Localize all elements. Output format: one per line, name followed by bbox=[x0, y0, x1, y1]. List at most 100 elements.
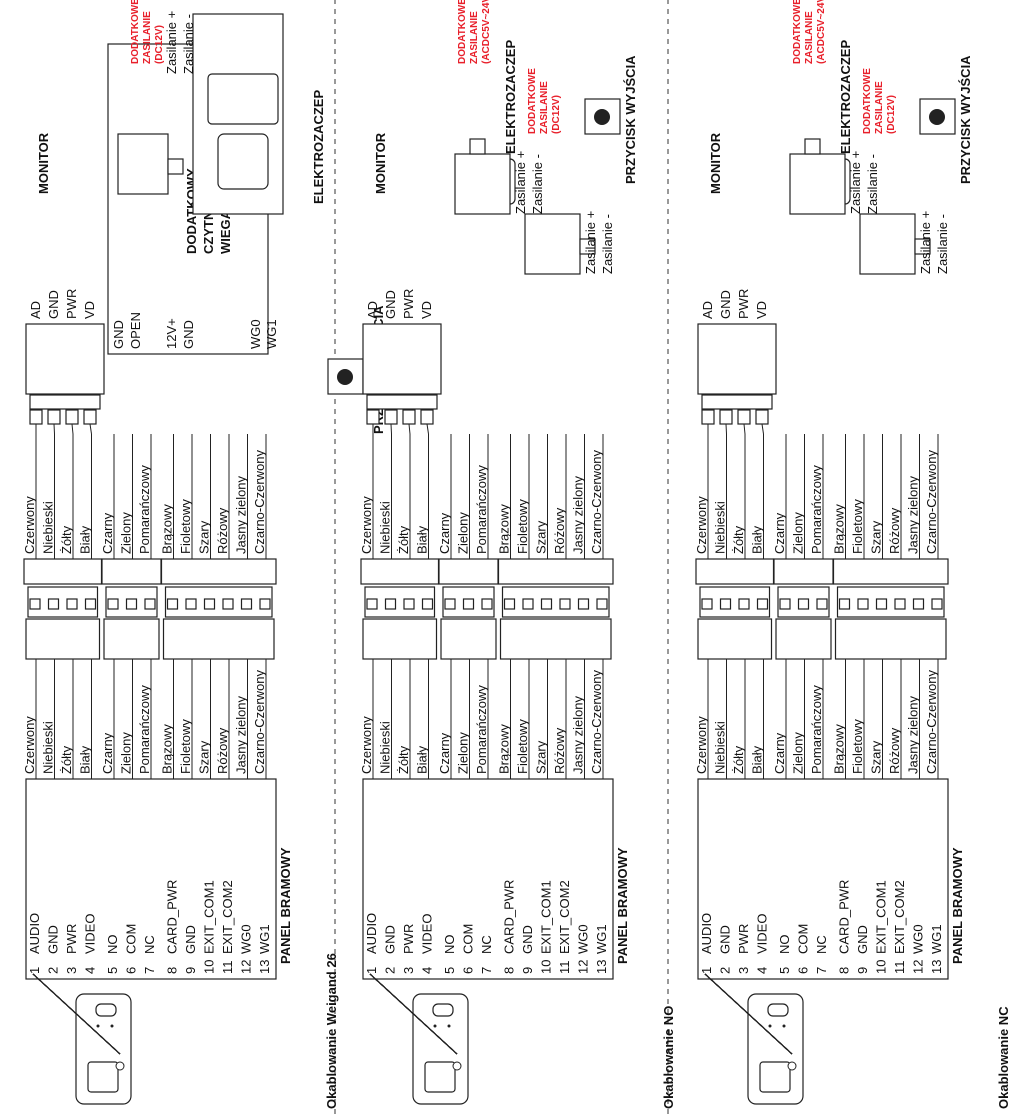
psu-24-label: DODATKOWE bbox=[457, 0, 468, 64]
psu-24-label: DODATKOWE bbox=[792, 0, 803, 64]
device-wire-color: Brązowy bbox=[160, 504, 175, 554]
connector-socket bbox=[501, 586, 610, 618]
panel-pin-label: CARD_PWR bbox=[165, 880, 180, 954]
panel-wire-color: Brązowy bbox=[832, 724, 847, 774]
device-wire-color: Szary bbox=[869, 520, 884, 554]
psu-12-minus-label: Zasilanie - bbox=[935, 214, 950, 274]
panel-wire-color: Niebieski bbox=[713, 721, 728, 774]
device-wire-color: Czarny bbox=[100, 512, 115, 554]
connector-pin bbox=[779, 598, 791, 610]
connector-pin bbox=[421, 598, 434, 610]
connector-plug bbox=[440, 618, 497, 660]
connector-socket bbox=[836, 586, 945, 618]
connector-pin bbox=[738, 598, 750, 610]
device-wire-color: Żółty bbox=[59, 525, 74, 554]
psu-24-minus-label: Zasilanie - bbox=[530, 154, 545, 214]
panel-wire-color: Żółty bbox=[396, 745, 411, 774]
monitor-screw bbox=[755, 409, 769, 425]
panel-wire-color: Jasny zielony bbox=[234, 695, 249, 774]
connector-pin bbox=[894, 598, 906, 610]
panel-pin-label: WG1 bbox=[594, 924, 609, 954]
panel-pin-label: EXIT_COM1 bbox=[874, 880, 889, 954]
device-wire-color: Pomarańczowy bbox=[137, 465, 152, 554]
reader-pin: OPEN bbox=[128, 312, 143, 349]
connector-block bbox=[23, 558, 103, 585]
psu-12-plus-label: Zasilanie + bbox=[918, 211, 933, 274]
device-wire-color: Różowy bbox=[887, 507, 902, 554]
panel-pin-number: 7 bbox=[814, 967, 829, 974]
device-wire-color: Różowy bbox=[215, 507, 230, 554]
panel-pin-number: 4 bbox=[83, 967, 98, 974]
button-slot bbox=[432, 1003, 454, 1017]
device-wire-color: Czerwony bbox=[359, 496, 374, 554]
panel-pin-number: 9 bbox=[855, 967, 870, 974]
panel-wire-color: Pomarańczowy bbox=[809, 685, 824, 774]
exit-button-icon bbox=[929, 109, 945, 125]
screw-icon bbox=[768, 1024, 772, 1028]
panel-pin-label: CARD_PWR bbox=[837, 880, 852, 954]
device-wire-color: Czarny bbox=[437, 512, 452, 554]
connector-pin bbox=[797, 598, 810, 610]
connector-socket bbox=[364, 586, 436, 618]
monitor-pin-label: PWR bbox=[401, 289, 416, 319]
panel-wire-color: Zielony bbox=[119, 732, 134, 774]
psu-label: (DC12V) bbox=[154, 25, 165, 64]
panel-pin-label: NO bbox=[105, 935, 120, 955]
psu-minus-label: Zasilanie - bbox=[181, 14, 196, 74]
panel-wire-color: Niebieski bbox=[41, 721, 56, 774]
panel-pin-label: COM bbox=[124, 924, 139, 954]
panel-pin-number: 8 bbox=[165, 967, 180, 974]
panel-wire-color: Różowy bbox=[552, 727, 567, 774]
button-slot bbox=[767, 1003, 789, 1017]
terminal-strip bbox=[366, 394, 438, 410]
monitor-pin-label: AD bbox=[700, 301, 715, 319]
panel-pin-label: NO bbox=[442, 935, 457, 955]
connector-pin bbox=[166, 598, 179, 610]
panel-pin-label: EXIT_COM2 bbox=[220, 880, 235, 954]
device-wire-color: Czarno-Czerwony bbox=[589, 449, 604, 554]
monitor-title: MONITOR bbox=[708, 132, 723, 194]
psu-12-label: (DC12V) bbox=[551, 95, 562, 134]
connector-pin bbox=[144, 598, 156, 610]
panel-wire-color: Pomarańczowy bbox=[474, 685, 489, 774]
monitor-wire bbox=[743, 423, 746, 435]
connector-pin bbox=[875, 598, 888, 610]
monitor-pin-label: VD bbox=[419, 301, 434, 319]
connector-plug bbox=[103, 618, 160, 660]
device-wire-color: Biały bbox=[750, 525, 765, 554]
panel-pin-number: 2 bbox=[46, 967, 61, 974]
panel-pin-number: 7 bbox=[479, 967, 494, 974]
exit-button-label: PRZYCISK WYJŚCIA bbox=[623, 55, 638, 184]
panel-pin-label: GND bbox=[855, 925, 870, 954]
panel-pin-label: COM bbox=[796, 924, 811, 954]
panel-wire-color: Żółty bbox=[731, 745, 746, 774]
screw-icon bbox=[447, 1024, 451, 1028]
panel-pin-label: WG0 bbox=[239, 924, 254, 954]
psu-label: ZASILANIE bbox=[142, 11, 153, 64]
exit-button-label: PRZYCISK WYJŚCIA bbox=[958, 55, 973, 184]
psu-24-label: (ACDC5V~24V) bbox=[816, 0, 827, 64]
panel-title: PANEL BRAMOWY bbox=[615, 847, 630, 964]
panel-pin-number: 3 bbox=[64, 967, 79, 974]
mic-icon bbox=[115, 1061, 125, 1071]
monitor-pin-label: AD bbox=[365, 301, 380, 319]
device-wire-color: Brązowy bbox=[497, 504, 512, 554]
monitor-pin-label: AD bbox=[28, 301, 43, 319]
connector-block bbox=[497, 558, 614, 585]
screw-icon bbox=[110, 1024, 114, 1028]
lock-label: ELEKTROZACZEP bbox=[838, 40, 853, 154]
connector-block bbox=[773, 558, 834, 585]
device-wire-color: Czarno-Czerwony bbox=[252, 449, 267, 554]
connector-block bbox=[695, 558, 775, 585]
device-wire-color: Jasny zielony bbox=[571, 475, 586, 554]
panel-pin-label: COM bbox=[461, 924, 476, 954]
monitor-wire bbox=[71, 423, 74, 435]
panel-pin-number: 12 bbox=[239, 960, 254, 974]
panel-pin-number: 2 bbox=[383, 967, 398, 974]
connector-pin bbox=[857, 598, 869, 610]
panel-pin-label: EXIT_COM1 bbox=[202, 880, 217, 954]
panel-pin-label: WG1 bbox=[929, 924, 944, 954]
panel-wire-color: Brązowy bbox=[160, 724, 175, 774]
panel-wire-color: Jasny zielony bbox=[571, 695, 586, 774]
panel-title: PANEL BRAMOWY bbox=[950, 847, 965, 964]
